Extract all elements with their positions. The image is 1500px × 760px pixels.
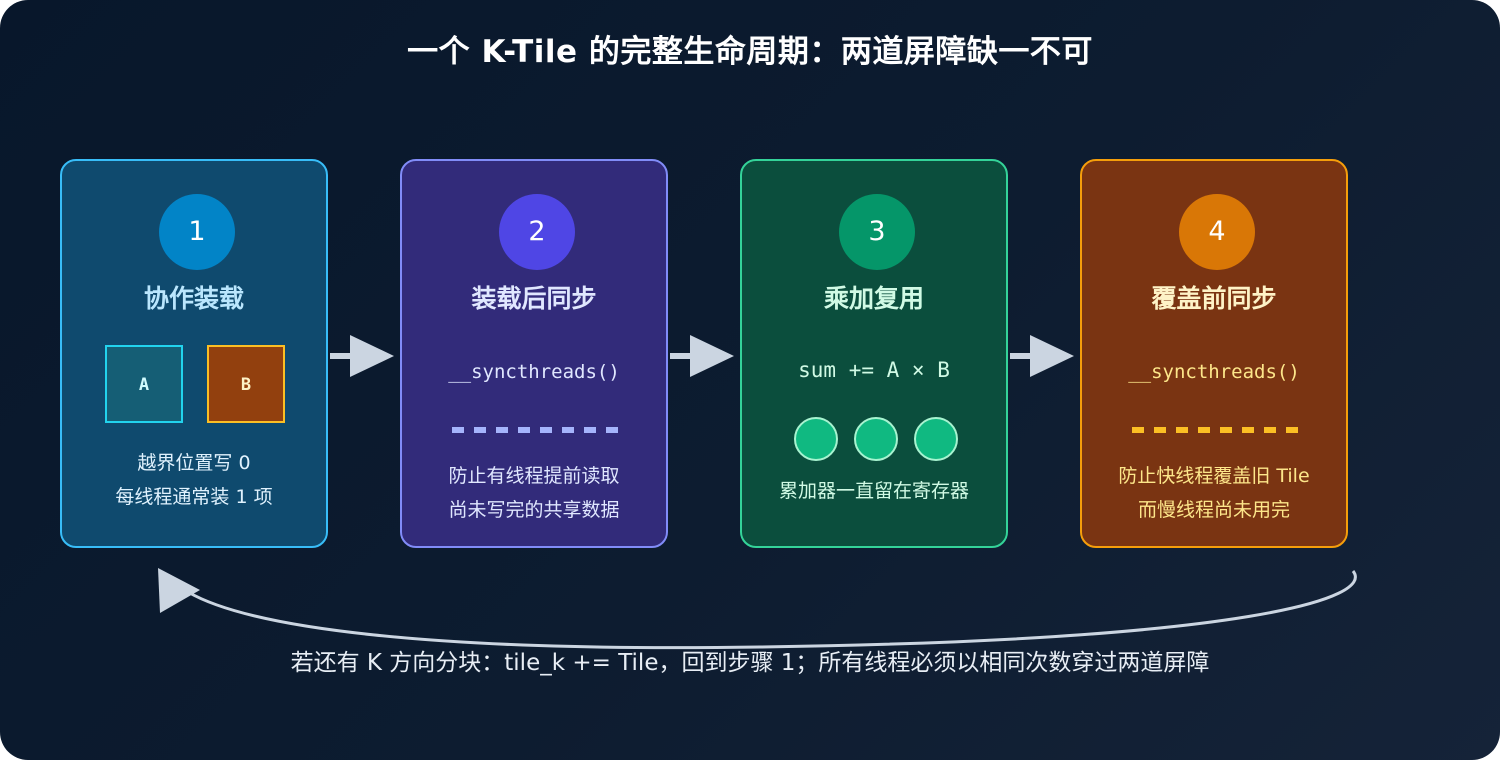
diagram-title: 一个 K-Tile 的完整生命周期：两道屏障缺一不可 <box>407 34 1093 70</box>
step-number-badge: 2 <box>499 194 575 270</box>
step-card-sync-after-load: 2 装载后同步 __syncthreads() 防止有线程提前读取 尚未写完的共… <box>400 159 668 548</box>
accumulator-register-dot <box>854 417 898 461</box>
step-note-line: 每线程通常装 1 项 <box>115 486 273 508</box>
flow-arrow-icon <box>1010 335 1074 377</box>
step-card-multiply-accumulate: 3 乘加复用 sum += A × B 累加器一直留在寄存器 <box>740 159 1008 548</box>
step-note-line: 而慢线程尚未用完 <box>1137 499 1290 521</box>
accumulator-register-dot <box>794 417 838 461</box>
step-note: 累加器一直留在寄存器 <box>742 474 1006 508</box>
syncthreads-code: __syncthreads() <box>448 361 620 383</box>
step-note-line: 防止快线程覆盖旧 Tile <box>1118 465 1310 487</box>
step-title: 协作装载 <box>143 284 244 313</box>
step-note-line: 越界位置写 0 <box>137 452 251 474</box>
accumulator-register-dot <box>914 417 958 461</box>
flow-arrow-icon <box>670 335 734 377</box>
flow-arrow-icon <box>330 335 394 377</box>
syncthreads-code: __syncthreads() <box>1128 361 1300 383</box>
step-number-badge: 4 <box>1179 194 1255 270</box>
step-card-sync-before-overwrite: 4 覆盖前同步 __syncthreads() 防止快线程覆盖旧 Tile 而慢… <box>1080 159 1348 548</box>
barrier-dashed-line <box>1132 427 1300 433</box>
step-number-badge: 3 <box>839 194 915 270</box>
step-title: 装载后同步 <box>471 284 597 313</box>
step-note-line: 累加器一直留在寄存器 <box>778 480 969 502</box>
tile-a-box: A <box>105 345 183 423</box>
loop-note: 若还有 K 方向分块：tile_k += Tile，回到步骤 1；所有线程必须以… <box>290 650 1210 676</box>
step-note-line: 防止有线程提前读取 <box>448 465 620 487</box>
step-note-line: 尚未写完的共享数据 <box>448 499 620 521</box>
step-note: 越界位置写 0 每线程通常装 1 项 <box>62 446 326 514</box>
tile-b-box: B <box>207 345 285 423</box>
barrier-dashed-line <box>452 427 620 433</box>
step-note: 防止快线程覆盖旧 Tile 而慢线程尚未用完 <box>1082 459 1346 527</box>
step-title: 覆盖前同步 <box>1151 284 1277 313</box>
step-number-badge: 1 <box>159 194 235 270</box>
mac-code: sum += A × B <box>798 358 950 382</box>
step-note: 防止有线程提前读取 尚未写完的共享数据 <box>402 459 666 527</box>
step-title: 乘加复用 <box>823 284 924 313</box>
step-card-load: 1 协作装载 A B 越界位置写 0 每线程通常装 1 项 <box>60 159 328 548</box>
